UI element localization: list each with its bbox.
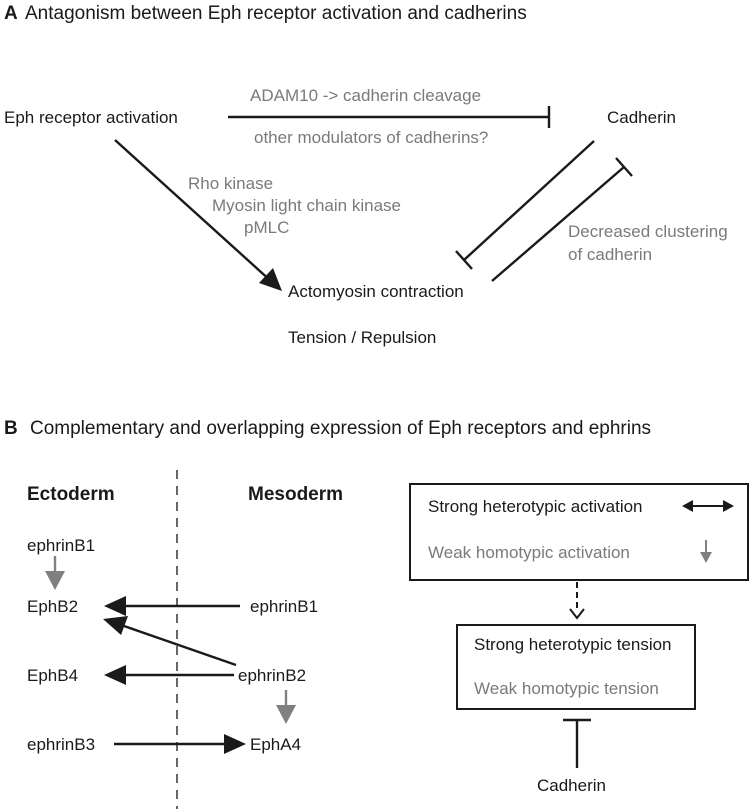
ectoderm-ephrinB1: ephrinB1 <box>27 536 95 555</box>
rho-kinase-label: Rho kinase <box>188 174 273 193</box>
panel-a: A Antagonism between Eph receptor activa… <box>4 3 728 347</box>
inhibition-bar-cadherin-clustering <box>615 157 633 177</box>
mlck-label: Myosin light chain kinase <box>212 196 401 215</box>
inhibition-line-actomyosin-to-cadherin <box>491 166 625 282</box>
strong-heterotypic-tension: Strong heterotypic tension <box>474 635 672 654</box>
arrowhead-ephrinB1-to-EphB2 <box>104 596 126 616</box>
arrow-line-eph-to-actomyosin <box>114 139 273 283</box>
decreased-clustering-label-1: Decreased clustering <box>568 222 728 241</box>
ectoderm-ephrinB3: ephrinB3 <box>27 735 95 754</box>
decreased-clustering-label-2: of cadherin <box>568 245 652 264</box>
mesoderm-header: Mesoderm <box>248 484 343 505</box>
pmlc-label: pMLC <box>244 218 289 237</box>
weak-homotypic-tension: Weak homotypic tension <box>474 679 659 698</box>
ectoderm-header: Ectoderm <box>27 484 115 505</box>
small-gray-arrowhead <box>700 552 712 563</box>
inhibition-line-cadherin-to-actomyosin <box>463 140 595 261</box>
eph-activation-label: Eph receptor activation <box>4 108 178 127</box>
other-modulators-label: other modulators of cadherins? <box>254 128 488 147</box>
strong-heterotypic-activation: Strong heterotypic activation <box>428 497 643 516</box>
tension-repulsion-label: Tension / Repulsion <box>288 328 436 347</box>
panel-b-letter: B <box>4 418 18 439</box>
arrowhead-actomyosin <box>259 268 282 291</box>
arrowhead-ephrinB2-to-EphB2 <box>103 616 128 635</box>
panel-a-title: Antagonism between Eph receptor activati… <box>25 3 527 24</box>
ectoderm-EphB4: EphB4 <box>27 666 78 685</box>
activation-box <box>409 483 749 581</box>
cadherin-label: Cadherin <box>607 108 676 127</box>
ectoderm-EphB2: EphB2 <box>27 597 78 616</box>
panel-b-title: Complementary and overlapping expression… <box>30 418 651 439</box>
mesoderm-EphA4: EphA4 <box>250 735 301 754</box>
weak-homotypic-activation: Weak homotypic activation <box>428 543 630 562</box>
arrowhead-ephrinB2-to-EphB4 <box>104 665 126 685</box>
panel-a-letter: A <box>4 3 18 24</box>
double-arrow-left-head <box>682 500 693 512</box>
cadherin-bottom-label: Cadherin <box>537 776 606 795</box>
gray-arrowhead-meso <box>276 705 296 724</box>
mesoderm-ephrinB2: ephrinB2 <box>238 666 306 685</box>
inhibition-bar-actomyosin <box>455 250 473 270</box>
panel-b: B Complementary and overlapping expressi… <box>4 418 749 809</box>
dashed-connector-head <box>569 608 585 620</box>
double-arrow-right-head <box>723 500 734 512</box>
tension-box <box>456 624 696 710</box>
gray-arrowhead-ecto <box>45 571 65 590</box>
arrowhead-ephrinB3-to-EphA4 <box>224 734 246 754</box>
arrow-line-ephrinB2-to-EphB2 <box>123 624 237 667</box>
mesoderm-ephrinB1: ephrinB1 <box>250 597 318 616</box>
adam10-label: ADAM10 -> cadherin cleavage <box>250 86 481 105</box>
actomyosin-label: Actomyosin contraction <box>288 282 464 301</box>
